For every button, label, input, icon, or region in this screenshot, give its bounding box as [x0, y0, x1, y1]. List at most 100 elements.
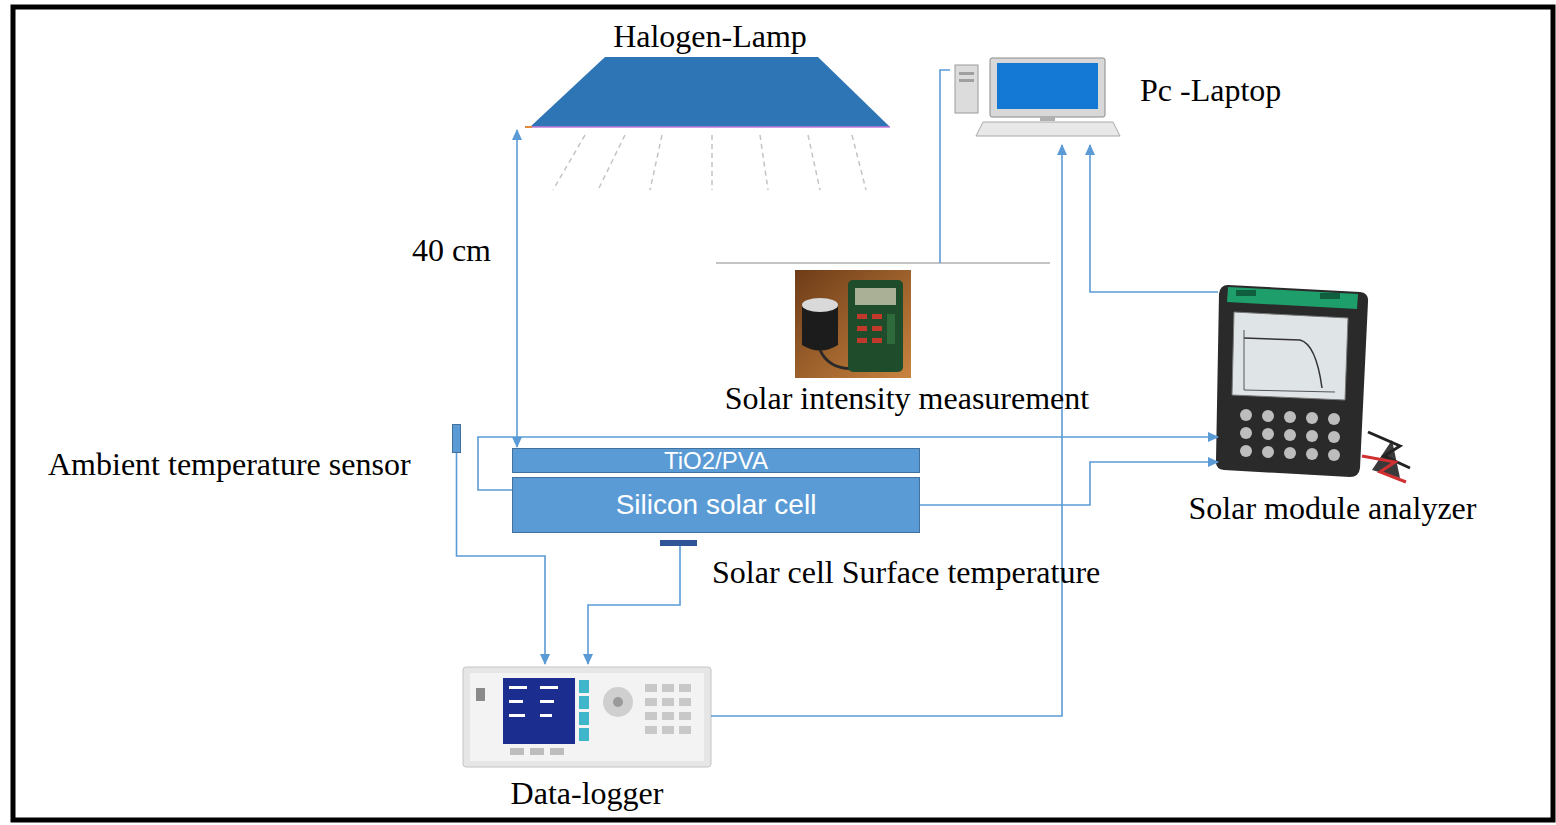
data-logger-illustration-part — [579, 680, 589, 693]
analyzer-illustration-part-part — [1328, 449, 1340, 461]
layer-label: Silicon solar cell — [513, 478, 919, 532]
data-logger-illustration-part-part — [645, 698, 657, 706]
data-logger-illustration-part-part — [679, 684, 691, 692]
light-meter-photo-part — [855, 288, 896, 305]
data-logger-node: Data-logger — [458, 664, 716, 814]
analyzer-illustration-part — [1232, 312, 1348, 400]
light-rays-part — [808, 135, 820, 190]
node-label: Solar intensity measurement — [725, 381, 1089, 416]
data-logger-illustration-part-part — [679, 712, 691, 720]
temperature-sensor-node: Ambient temperature sensor — [44, 420, 469, 482]
lamp-edge — [525, 126, 532, 128]
data-logger-illustration-part — [530, 748, 544, 755]
data-logger-illustration-part-part — [679, 726, 691, 734]
data-logger-illustration-part-part — [679, 698, 691, 706]
analyzer-illustration-part-part — [1284, 411, 1296, 423]
connector — [920, 462, 1218, 505]
computer-illustration — [955, 58, 1120, 136]
computer-illustration-part — [997, 63, 1098, 109]
analyzer-illustration-part-part — [1240, 409, 1252, 421]
meter-stand-line — [716, 262, 1050, 264]
data-logger-illustration-part — [540, 686, 558, 689]
data-logger-illustration-part-part — [662, 684, 674, 692]
data-logger-illustration-part-part — [662, 726, 674, 734]
analyzer-illustration-part-part — [1240, 445, 1252, 457]
analyzer-illustration-part-part — [1306, 412, 1318, 424]
light-meter-photo-part — [802, 298, 838, 312]
data-logger-illustration — [463, 667, 711, 767]
data-logger-illustration-part — [476, 688, 485, 701]
connector — [588, 546, 680, 664]
light-meter-photo-part — [872, 314, 882, 319]
surface-sensor-node: Solar cell Surface temperature — [655, 536, 1125, 592]
computer-illustration-part — [990, 58, 1105, 117]
lamp-node: Halogen-Lamp — [525, 15, 895, 130]
data-logger-illustration-part — [579, 712, 589, 725]
light-meter-photo-part — [872, 338, 882, 343]
light-meter-photo-part — [795, 270, 911, 378]
data-logger-illustration-part — [540, 714, 552, 717]
node-label: Pc -Laptop — [1140, 73, 1281, 108]
data-logger-illustration-part — [509, 700, 523, 703]
analyzer-illustration-part-part — [1262, 428, 1274, 440]
analyzer-illustration-part-part — [1328, 431, 1340, 443]
analyzer-illustration-part-part — [1262, 410, 1274, 422]
light-rays-part — [760, 135, 768, 190]
data-logger-illustration-part — [470, 673, 704, 761]
data-logger-illustration-part — [540, 700, 554, 703]
analyzer-illustration-part — [1368, 432, 1410, 468]
data-logger-illustration-part — [603, 687, 633, 717]
analyzer-illustration-part-part — [1262, 446, 1274, 458]
data-logger-illustration-part — [645, 684, 691, 734]
analyzer-illustration-part-part — [1306, 448, 1318, 460]
data-logger-illustration-part — [509, 714, 525, 717]
data-logger-illustration-part-part — [662, 698, 674, 706]
data-logger-illustration-part — [463, 667, 711, 767]
light-rays-part — [598, 135, 625, 190]
layer-label: TiO2/PVA — [513, 449, 919, 472]
analyzer-illustration — [1216, 285, 1410, 482]
light-meter-photo — [795, 270, 911, 378]
computer-illustration-part — [1040, 117, 1055, 121]
analyzer-illustration-part — [1244, 390, 1335, 392]
light-meter-photo-part — [887, 314, 895, 344]
computer-illustration-part — [955, 65, 978, 113]
light-rays — [553, 135, 866, 190]
analyzer-illustration-part — [1244, 338, 1322, 388]
analyzer-illustration-part-part — [1284, 447, 1296, 459]
data-logger-illustration-part-part — [645, 712, 657, 720]
analyzer-illustration-part-part — [1328, 413, 1340, 425]
analyzer-illustration-part-part — [1240, 427, 1252, 439]
lamp-edge — [530, 126, 890, 128]
analyzer-illustration-part — [1244, 330, 1245, 390]
computer-illustration-part — [976, 122, 1120, 136]
node-label: Solar cell Surface temperature — [712, 555, 1100, 590]
dimension-label: 40 cm — [410, 233, 493, 268]
lamp-body — [530, 57, 890, 127]
light-rays-part — [711, 135, 713, 190]
frame — [13, 7, 1553, 820]
connector — [1090, 145, 1218, 292]
light-meter-photo-part — [872, 326, 882, 331]
light-meter-photo-part — [848, 280, 903, 372]
analyzer-illustration-part — [1362, 456, 1406, 482]
coating-layer: TiO2/PVA — [512, 448, 920, 473]
sensor-bar — [452, 424, 461, 453]
analyzer-illustration-part-part — [1306, 430, 1318, 442]
data-logger-illustration-part — [510, 748, 524, 755]
node-label: Data-logger — [511, 776, 664, 811]
computer-illustration-part — [959, 72, 974, 75]
light-meter-photo-part — [857, 326, 867, 331]
solar-cell-layer: Silicon solar cell — [512, 477, 920, 533]
light-rays-part — [553, 135, 585, 190]
computer-illustration-part — [959, 79, 974, 82]
data-logger-illustration-part — [613, 697, 623, 707]
analyzer-illustration-part — [1227, 287, 1358, 309]
connector — [516, 130, 518, 447]
data-logger-illustration-part-part — [645, 684, 657, 692]
connector — [940, 70, 950, 263]
analyzer-illustration-part-part — [1284, 429, 1296, 441]
node-label: Solar module analyzer — [1189, 491, 1477, 526]
node-label: Ambient temperature sensor — [48, 447, 411, 482]
